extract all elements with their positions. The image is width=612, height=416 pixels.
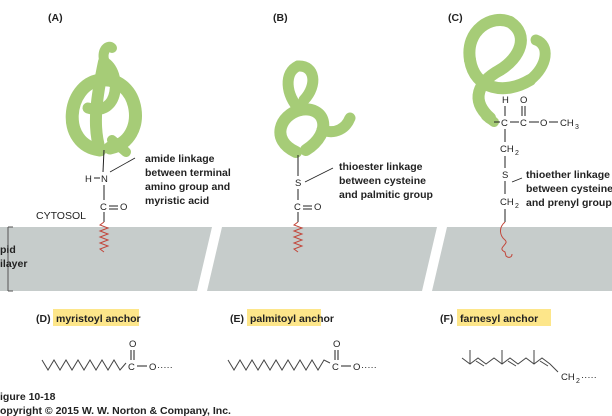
chem-c-o2: O: [540, 118, 547, 129]
lipid-bilayer-label-1: pid: [0, 244, 16, 256]
structure-e: C O O ·····: [227, 339, 377, 373]
copyright-caption: opyright © 2015 W. W. Norton & Company, …: [0, 405, 231, 416]
chem-c-ch3-sub: 3: [575, 124, 579, 131]
structure-e-o-top: O: [333, 339, 340, 350]
panel-b-letter: (B): [273, 12, 288, 24]
chem-a-c: C: [100, 202, 107, 213]
protein-a: [65, 41, 142, 157]
structure-e-c: C: [332, 362, 339, 373]
chem-b: S C O: [292, 155, 334, 253]
chem-a-n: N: [101, 174, 108, 185]
protein-c: [463, 14, 551, 127]
lipid-bilayer-label-2: ilayer: [0, 258, 27, 270]
zigzag-a: [98, 221, 110, 253]
cytosol-label: CYTOSOL: [36, 210, 86, 222]
chem-c-ch3: CH: [560, 118, 574, 129]
chem-c-c2: C: [520, 118, 527, 129]
chem-a-h: H: [85, 174, 92, 185]
anchor-e-name: palmitoyl anchor: [250, 313, 334, 325]
structure-e-dots: ·····: [361, 362, 377, 373]
linkage-a-line1: amide linkage: [145, 153, 215, 165]
membrane-segment-b: [207, 227, 437, 291]
anchor-d-label: (D) myristoyl anchor: [36, 309, 141, 326]
structure-f-dots: ·····: [581, 372, 597, 383]
linkage-b-line2: between cysteine: [339, 175, 426, 187]
linkage-c-line2: between cysteine: [526, 183, 612, 195]
chem-c-o1: O: [520, 95, 527, 106]
anchor-f-label: (F) farnesyl anchor: [440, 309, 551, 326]
anchor-e-letter: (E): [230, 313, 244, 325]
chem-c: H C C O O CH 3 CH 2 S CH 2: [494, 95, 579, 258]
chem-c-ch2-1: CH: [500, 144, 514, 155]
chem-c-ch2-1-sub: 2: [515, 150, 519, 157]
membrane-segment-c: [432, 227, 612, 291]
linkage-b-line1: thioester linkage: [339, 161, 423, 173]
anchor-f-name: farnesyl anchor: [460, 313, 538, 325]
chem-b-s: S: [295, 178, 301, 189]
structure-d-c: C: [128, 362, 135, 373]
structure-d: C O O ·····: [41, 339, 173, 373]
prenyl-squiggle: [500, 221, 513, 258]
chem-a: H N C O: [85, 149, 136, 253]
linkage-a-line3: amino group and: [145, 181, 230, 193]
linkage-c-line1: thioether linkage: [526, 169, 610, 181]
chem-c-s: S: [502, 170, 508, 181]
anchor-e-label: (E) palmitoyl anchor: [230, 309, 334, 326]
membrane-segment-a: [0, 227, 212, 291]
structure-d-o-top: O: [129, 339, 136, 350]
chem-c-ch2-2-sub: 2: [515, 203, 519, 210]
chem-a-o: O: [120, 202, 127, 213]
chem-c-h: H: [502, 95, 509, 106]
anchor-f-highlight: [457, 309, 551, 326]
structure-d-dots: ·····: [157, 362, 173, 373]
anchor-e-highlight: [247, 309, 321, 326]
linkage-c-line3: and prenyl group: [526, 197, 612, 209]
chem-c-c1: C: [501, 118, 508, 129]
structure-f-ch2-sub: 2: [576, 378, 580, 385]
panel-c-letter: (C): [448, 12, 463, 24]
chem-b-o: O: [314, 202, 321, 213]
linkage-a-line4: myristic acid: [145, 195, 209, 207]
structure-f-ch2: CH: [561, 372, 575, 383]
anchor-d-highlight: [53, 309, 139, 326]
anchor-d-letter: (D): [36, 313, 51, 325]
anchor-d-name: myristoyl anchor: [56, 313, 141, 325]
membrane: [0, 226, 612, 292]
chem-b-c: C: [294, 202, 301, 213]
linkage-b-line3: and palmitic group: [339, 189, 433, 201]
anchor-f-letter: (F): [440, 313, 453, 325]
chem-c-ch2-2: CH: [500, 197, 514, 208]
figure-caption: igure 10-18: [0, 391, 56, 403]
protein-b: [274, 60, 356, 158]
structure-d-o: O: [149, 362, 156, 373]
linkage-a-line2: between terminal: [145, 167, 231, 179]
panel-a-letter: (A): [48, 12, 63, 24]
structure-e-o: O: [353, 362, 360, 373]
zigzag-b: [292, 221, 304, 253]
structure-f: [461, 350, 559, 373]
